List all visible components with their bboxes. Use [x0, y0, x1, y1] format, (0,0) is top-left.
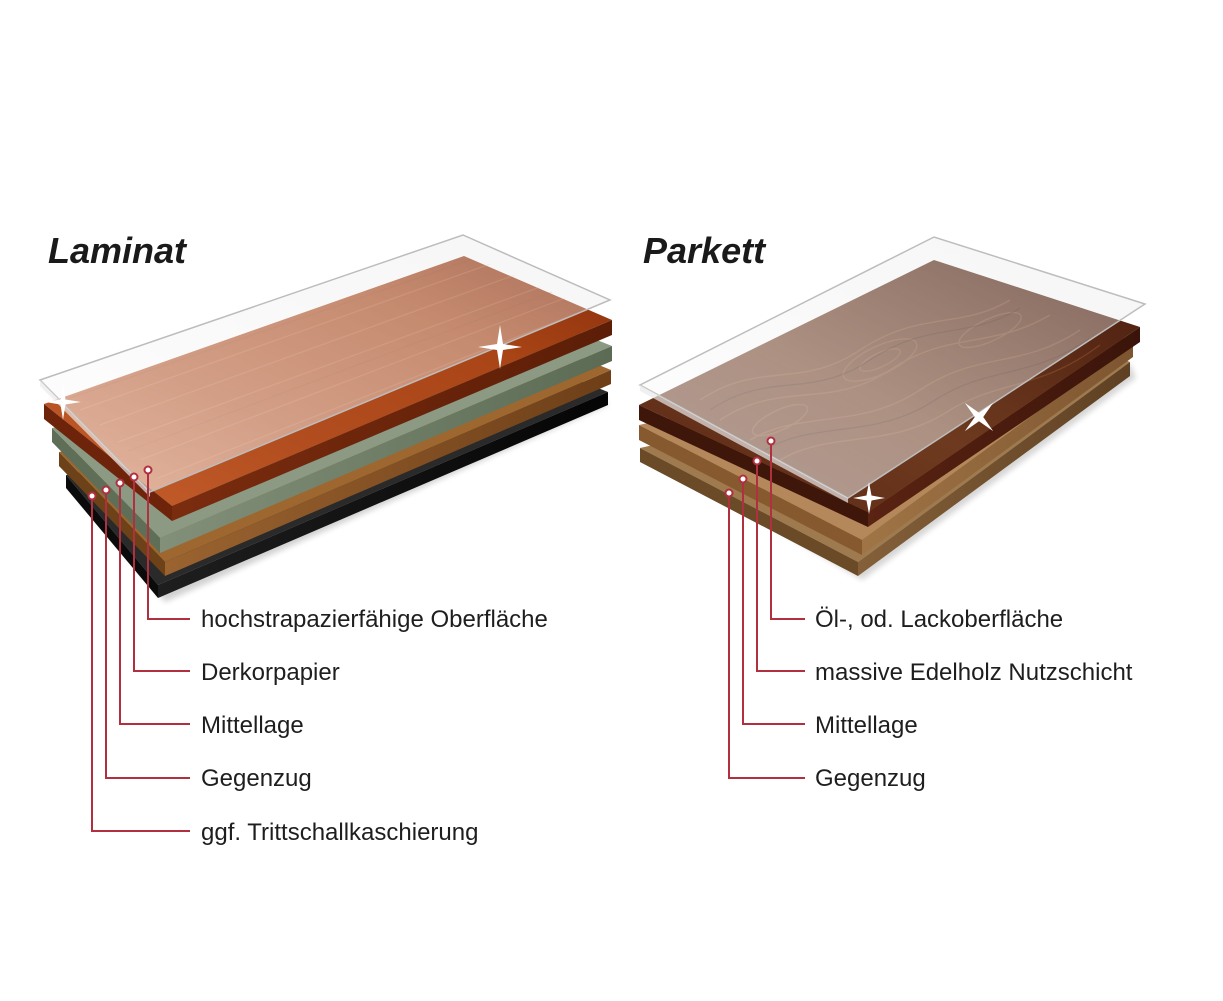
layer-label: massive Edelholz Nutzschicht	[815, 659, 1133, 686]
layer-label: Gegenzug	[201, 765, 312, 792]
laminat-callout-2: Derkorpapier	[129, 472, 340, 686]
layer-label: Öl-, od. Lackoberfläche	[815, 606, 1063, 633]
sparkle-icon	[964, 402, 994, 432]
parkett-callout-3: Mittellage	[738, 474, 918, 739]
parkett-callout-1: Öl-, od. Lackoberfläche	[766, 436, 1063, 633]
laminat-callout-4: Gegenzug	[101, 485, 312, 792]
sparkle-icon	[853, 482, 885, 514]
layer-label: Mittellage	[815, 712, 918, 739]
laminat-callout-3: Mittellage	[115, 478, 304, 739]
laminat-board-stack	[38, 234, 612, 602]
layer-label: Gegenzug	[815, 765, 926, 792]
sparkle-icon	[45, 384, 81, 420]
layer-label: Mittellage	[201, 712, 304, 739]
parkett-callout-2: massive Edelholz Nutzschicht	[752, 456, 1133, 686]
sparkle-icon	[478, 325, 522, 369]
parkett-callouts: Öl-, od. Lackoberfläche massive Edelholz…	[724, 436, 1133, 792]
parkett-title: Parkett	[643, 230, 767, 271]
laminat-callout-5: ggf. Trittschallkaschierung	[87, 491, 478, 846]
parkett-callout-4: Gegenzug	[724, 488, 926, 792]
layer-label: Derkorpapier	[201, 659, 340, 686]
parkett-board-stack	[638, 236, 1147, 580]
laminat-layer-oberflaeche	[38, 234, 612, 493]
parkett-diagram: Parkett	[638, 230, 1147, 792]
layer-label: ggf. Trittschallkaschierung	[201, 819, 478, 846]
laminat-callouts: hochstrapazierfähige Oberfläche Derkorpa…	[87, 465, 548, 846]
laminat-diagram: Laminat	[38, 230, 612, 846]
laminat-callout-1: hochstrapazierfähige Oberfläche	[143, 465, 548, 633]
laminat-title: Laminat	[48, 230, 188, 271]
layer-label: hochstrapazierfähige Oberfläche	[201, 606, 548, 633]
